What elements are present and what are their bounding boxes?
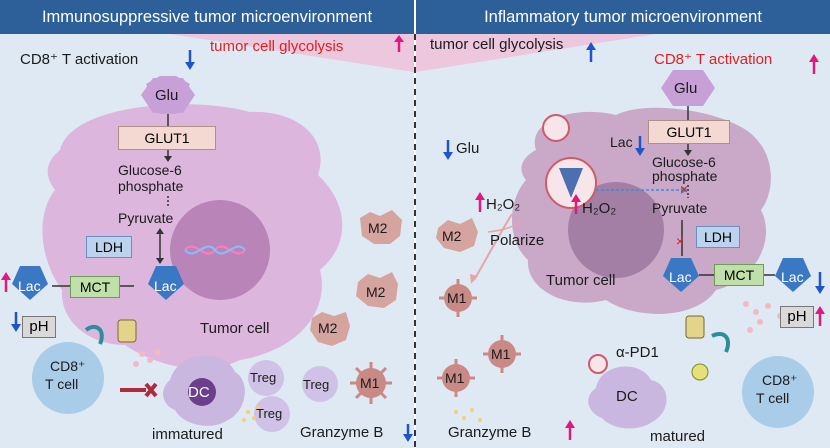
m2-macrophage-b [356, 272, 398, 308]
pd1-icon [84, 324, 104, 345]
right-lac-top-label: Lac [610, 134, 633, 150]
left-cd8-label-1: CD8⁺ [50, 358, 86, 374]
left-m2-label-a: M2 [368, 220, 388, 236]
cd8-t-cell [32, 342, 104, 414]
block-mark-icon: × [680, 181, 688, 197]
nanoparticle-icon-small [588, 354, 608, 374]
left-panel: Immunosuppressive tumor microenvironment [0, 0, 414, 448]
glycolysis-wedge [170, 34, 414, 72]
left-graphics [1, 34, 414, 442]
left-m1-label: M1 [360, 375, 380, 391]
right-m1-label-c: M1 [445, 370, 465, 386]
lac-out-pentagon [12, 266, 48, 300]
left-granzyme-label: Granzyme B [300, 424, 384, 441]
treg-cell-a [248, 360, 284, 396]
right-g6p-line2: phosphate [652, 168, 718, 184]
left-g6p-line1: Glucose-6 [118, 162, 182, 178]
left-immatured-label: immatured [152, 426, 223, 443]
right-header: Inflammatory tumor microenvironment [416, 0, 830, 34]
right-h2o2-label-b: H₂O₂ [582, 200, 617, 217]
nucleus [170, 200, 270, 300]
right-glycolysis-label: tumor cell glycolysis [430, 36, 564, 53]
right-h2o2-label-a: H₂O₂ [486, 196, 521, 213]
right-cd8-label-1: CD8⁺ [762, 372, 798, 388]
right-polarize-label: Polarize [490, 232, 545, 249]
right-glu-label: Glu [674, 80, 698, 97]
ctla4-icon [120, 382, 158, 398]
right-glut1-box: GLUT1 [648, 120, 730, 144]
glycolysis-wedge-right [416, 34, 656, 72]
right-lac-out-label: Lac [781, 269, 804, 285]
cd8-t-cell [742, 356, 814, 428]
right-graphics: × × [416, 34, 825, 440]
right-dc-label: DC [616, 388, 638, 405]
right-lac-in-label: Lac [669, 269, 692, 285]
left-m2-label-c: M2 [318, 320, 338, 336]
treg-cell-c [254, 396, 290, 432]
left-glut1-box: GLUT1 [118, 126, 216, 150]
block-mark-icon-2: × [676, 233, 684, 249]
treg-cell-b [302, 366, 338, 402]
right-m1-label-a: M1 [447, 290, 467, 306]
left-treg-label-b: Treg [303, 377, 330, 392]
nanoparticle-icon [542, 114, 570, 142]
glu-hexagon [661, 70, 715, 106]
left-tumor-cell-label: Tumor cell [200, 320, 270, 337]
left-ldh-box: LDH [86, 236, 132, 258]
right-cd8-label-2: T cell [756, 390, 790, 406]
m2-macrophage-c [310, 312, 350, 346]
dendritic-cell [588, 366, 667, 429]
right-granzyme-label: Granzyme B [448, 424, 532, 441]
left-dc-label: DC [188, 384, 210, 401]
m2-macrophage-a [360, 210, 402, 244]
antibody-icon [691, 363, 709, 381]
left-cd8-label-2: T cell [45, 376, 79, 392]
left-header: Immunosuppressive tumor microenvironment [0, 0, 414, 34]
right-m1-label-b: M1 [491, 346, 511, 362]
left-g6p-line2: phosphate [118, 178, 184, 194]
left-cd8-activation-label: CD8⁺ T activation [20, 51, 139, 68]
lac-out-pentagon [775, 258, 811, 292]
nucleus [568, 182, 664, 278]
right-pyruvate-label: Pyruvate [652, 200, 708, 216]
left-glu-label: Glu [155, 87, 179, 104]
right-mct-box: MCT [714, 264, 764, 286]
right-glu-side-label: Glu [456, 140, 480, 157]
right-apd1-label: α-PD1 [616, 344, 659, 361]
lac-in-pentagon [148, 266, 184, 300]
right-matured-label: matured [650, 428, 706, 445]
left-lac-out-label: Lac [18, 278, 41, 294]
left-m2-label-b: M2 [366, 284, 386, 300]
left-treg-label-a: Treg [250, 370, 277, 385]
receptor-icon [117, 319, 137, 343]
left-glycolysis-label: tumor cell glycolysis [210, 38, 344, 55]
right-panel: Inflammatory tumor microenvironment × × [416, 0, 830, 448]
right-ph-box: pH [780, 306, 814, 328]
left-pyruvate-label: Pyruvate [118, 210, 174, 226]
right-m2-label: M2 [442, 228, 462, 244]
left-lac-in-label: Lac [154, 278, 177, 294]
lac-in-pentagon [663, 258, 699, 292]
right-cd8-activation-label: CD8⁺ T activation [654, 51, 773, 68]
right-tumor-cell-label: Tumor cell [546, 272, 616, 289]
left-ph-box: pH [22, 316, 56, 338]
polarize-arrow [473, 213, 513, 281]
right-ldh-box: LDH [696, 226, 740, 248]
right-g6p-line1: Glucose-6 [652, 154, 716, 170]
receptor-icon [685, 315, 705, 339]
left-mct-box: MCT [70, 276, 120, 298]
left-treg-label-c: Treg [256, 406, 283, 421]
pd1-icon [711, 332, 731, 353]
m2-macrophage [436, 218, 478, 252]
